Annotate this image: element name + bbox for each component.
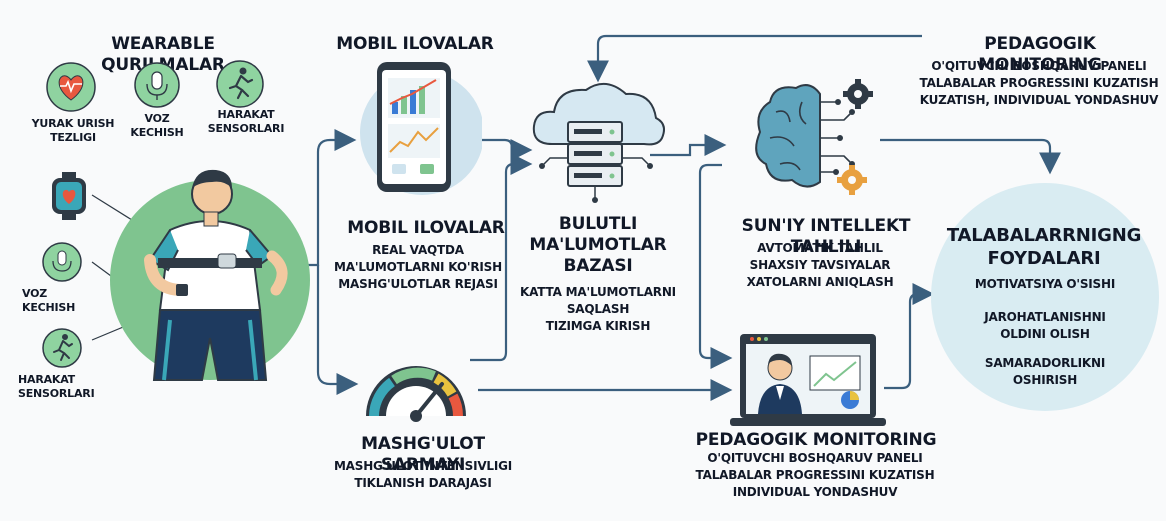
gauge-icon bbox=[366, 366, 466, 422]
monitoring-bottom-description: O'QITUVCHI BOSHQARUV PANELI TALABALAR PR… bbox=[695, 451, 935, 499]
ai-brain-icon bbox=[755, 79, 873, 195]
runner-illustration bbox=[110, 169, 310, 381]
arrow-monitoring-to-cloud bbox=[587, 34, 922, 83]
mobile-top-title: MOBIL ILOVALAR bbox=[336, 34, 494, 54]
arrow-cloud-to-ai bbox=[650, 134, 727, 157]
cloud-description: KATTA MA'LUMOTLARNI SAQLASH TIZIMGA KIRI… bbox=[520, 285, 676, 333]
cloud-database-icon bbox=[532, 83, 665, 203]
arrow-ai-to-benefits bbox=[880, 138, 1061, 175]
monitoring-bottom-title: PEDAGOGIK MONITORING bbox=[695, 430, 937, 450]
benefit-item: OLDINI OLISH bbox=[1000, 327, 1090, 341]
monitoring-top-title: PEDAGOGIK MONITORING bbox=[978, 34, 1102, 75]
arrow-runner-to-mobile bbox=[290, 129, 357, 267]
training-title: MASHG'ULOT SARMAYI bbox=[361, 434, 485, 475]
arrow-laptop-to-benefits bbox=[884, 283, 935, 390]
mobile-title: MOBIL ILOVALAR bbox=[347, 218, 505, 238]
benefit-item: MOTIVATSIYA O'SISHI bbox=[974, 277, 1116, 291]
microphone-icon bbox=[134, 62, 180, 108]
heart-rate-icon bbox=[46, 62, 96, 112]
arrow-cloud-to-laptop bbox=[698, 163, 733, 369]
benefits-circle bbox=[931, 183, 1159, 411]
training-description: MASHG'ULOT INTENSIVLIGI TIKLANISH DARAJA… bbox=[333, 459, 513, 490]
microphone-icon bbox=[42, 242, 82, 282]
running-figure-icon bbox=[216, 60, 264, 108]
arrow-runner-to-gauge bbox=[316, 265, 359, 395]
ai-description: AVTOMATIK TAHLIL SHAXSIY TAVSIYALAR XATO… bbox=[746, 241, 894, 289]
laptop-teacher-icon bbox=[730, 334, 886, 426]
mobile-description: REAL VAQTDA MA'LUMOTLARNI KO'RISH MASHG'… bbox=[334, 243, 502, 291]
monitoring-top-description: O'QITUVCHI BOSHQARUV PANELI TALABALAR PR… bbox=[919, 59, 1159, 107]
smartphone-icon bbox=[360, 62, 482, 195]
benefit-item: JAROHATLANISHNI bbox=[984, 310, 1106, 324]
benefit-item: SAMARADORLIKNI bbox=[984, 356, 1106, 370]
benefits-list: MOTIVATSIYA O'SISHI JAROHATLANISHNI OLDI… bbox=[950, 276, 1140, 389]
benefit-item: OSHIRISH bbox=[1012, 373, 1078, 387]
smartwatch-icon bbox=[52, 172, 86, 220]
arrow-mobile-to-cloud bbox=[470, 138, 533, 161]
arrow-gauge-to-cloud bbox=[470, 153, 533, 362]
running-figure-icon bbox=[42, 328, 82, 368]
ai-title: SUN'IY INTELLEKT TAHLILI bbox=[741, 216, 911, 257]
